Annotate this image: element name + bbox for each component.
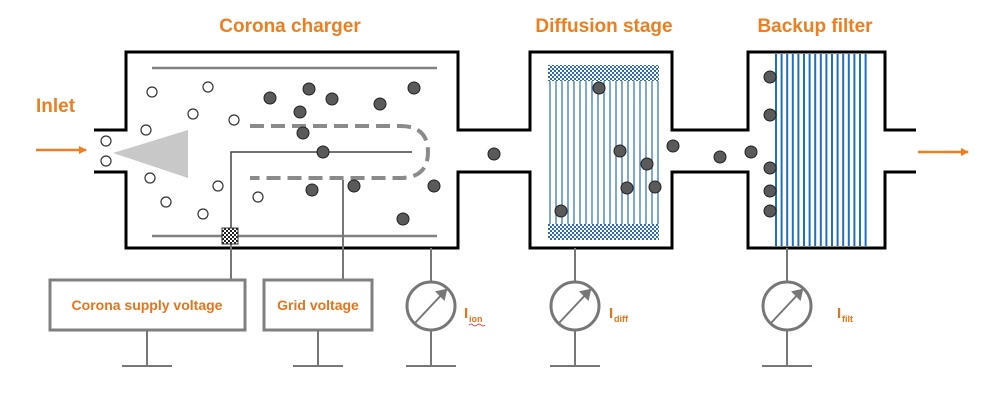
corona-needle (113, 130, 188, 178)
backup-filter-title: Backup filter (757, 16, 873, 37)
particle (554, 204, 568, 218)
grid-voltage-label: Grid voltage (277, 297, 359, 313)
particle (325, 92, 339, 106)
ion (202, 81, 214, 93)
diffusion-stage (548, 65, 680, 240)
particle (763, 204, 777, 218)
particle (763, 108, 777, 122)
particle (407, 81, 421, 95)
insulator-feedthrough (221, 227, 239, 245)
meter-diff-subscript: diff (614, 314, 629, 324)
particle (302, 82, 316, 96)
diffusion-screens (549, 81, 659, 224)
meter-ion-subscript: ion (469, 314, 483, 324)
diffusion-bottom-mesh (548, 224, 659, 240)
particle (744, 145, 758, 159)
particle (613, 144, 627, 158)
ion (252, 191, 264, 203)
charger-grid (250, 124, 431, 180)
particle (263, 91, 277, 105)
backup-filter (763, 54, 867, 246)
particle (305, 183, 319, 197)
filter-fibers (775, 54, 867, 246)
particle (347, 179, 361, 193)
particle (396, 212, 410, 226)
meter-filt (761, 248, 813, 367)
grid-voltage-box (262, 278, 374, 332)
meter-ion (405, 248, 457, 367)
particle (648, 180, 662, 194)
meter-filt-symbol: I (837, 305, 841, 322)
ion (228, 114, 240, 126)
diffusion-top-mesh (548, 65, 659, 81)
ion (100, 155, 112, 167)
particle (763, 70, 777, 84)
meter-diff-symbol: I (609, 305, 613, 322)
ion (100, 135, 112, 147)
particle (296, 126, 310, 140)
meter-diff (549, 248, 601, 367)
ion (187, 108, 199, 120)
particles (263, 81, 758, 226)
particle (713, 150, 727, 164)
corona-supply-label: Corona supply voltage (72, 297, 223, 313)
meter-filt-subscript: filt (842, 314, 853, 324)
corona-wire (230, 151, 412, 228)
flow-channel-outline (94, 50, 916, 250)
corona-supply-box (48, 278, 247, 332)
ion (197, 208, 209, 220)
ion (160, 196, 172, 208)
corona-charger-title: Corona charger (219, 16, 361, 37)
particle (592, 81, 606, 95)
ground-symbols (122, 330, 343, 367)
ion (146, 86, 158, 98)
particle (620, 181, 634, 195)
particle (293, 105, 307, 119)
diffusion-stage-title: Diffusion stage (535, 16, 672, 37)
spellcheck-underline (468, 323, 486, 327)
ion (144, 172, 156, 184)
inlet-label: Inlet (36, 96, 76, 117)
particle (427, 179, 441, 193)
particle (763, 184, 777, 198)
ion (212, 180, 224, 192)
particle (640, 157, 654, 171)
particle (487, 147, 501, 161)
meter-ion-symbol: I (464, 305, 468, 322)
ions (100, 81, 264, 220)
particle (373, 97, 387, 111)
ion (140, 124, 152, 136)
particle (763, 161, 777, 175)
particle (666, 139, 680, 153)
particle (316, 145, 330, 159)
